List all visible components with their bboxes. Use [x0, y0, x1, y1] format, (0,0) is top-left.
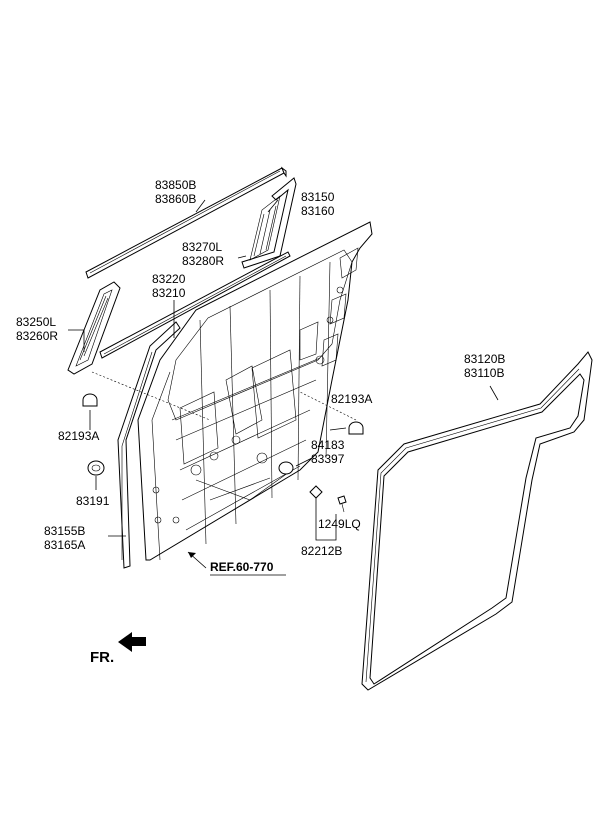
label-83270l: 83270L [182, 240, 222, 254]
label-82193a-right: 82193A [331, 392, 372, 406]
label-83160: 83160 [301, 204, 335, 218]
plug-82193a-left [82, 393, 98, 407]
label-82193a-left: 82193A [58, 429, 99, 443]
label-83860b: 83860B [155, 192, 196, 206]
door-panel [137, 221, 373, 561]
label-83280r: 83280R [182, 254, 224, 268]
clip-82212b [309, 485, 323, 499]
label-83165a: 83165A [44, 538, 85, 552]
arrow-left-icon [118, 632, 146, 652]
label-83210: 83210 [152, 286, 186, 300]
label-83120b: 83120B [464, 352, 505, 366]
label-83191: 83191 [76, 494, 110, 508]
ref-arrow [187, 551, 286, 576]
label-83110b: 83110B [464, 366, 504, 380]
label-83250l: 83250L [16, 315, 56, 329]
grommet-84183 [278, 461, 294, 475]
label-83397: 83397 [311, 452, 345, 466]
label-83260r: 83260R [16, 329, 58, 343]
door-edge-weatherstrip [117, 321, 181, 569]
label-83220: 83220 [152, 272, 186, 286]
label-82212b: 82212B [301, 544, 342, 558]
label-83155b: 83155B [44, 524, 85, 538]
front-fixed-glass [67, 281, 121, 375]
weatherstrip-glass-outer [99, 251, 291, 359]
label-1249lq: 1249LQ [318, 517, 361, 531]
label-84183: 84183 [311, 438, 345, 452]
label-ref: REF.60-770 [210, 560, 274, 574]
body-side-weatherstrip [361, 351, 593, 691]
label-83150: 83150 [301, 190, 335, 204]
grommet-83191 [87, 460, 105, 476]
plug-82193a-right [348, 421, 364, 435]
label-fr: FR. [90, 649, 114, 666]
belt-molding-upper [85, 166, 287, 279]
quarter-glass-channel [241, 177, 297, 269]
screw-1249lq [337, 495, 347, 513]
label-83850b: 83850B [155, 178, 196, 192]
leader-lines [68, 199, 499, 541]
